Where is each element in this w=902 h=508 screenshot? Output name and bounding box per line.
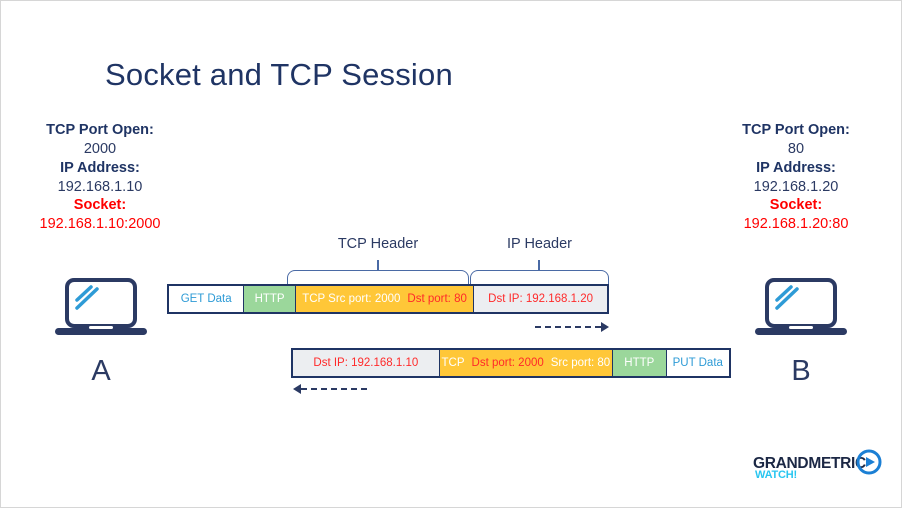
tcp-src-port-text: Src port: 80	[550, 357, 611, 369]
laptop-icon	[751, 278, 851, 346]
host-a-device: A	[41, 276, 161, 388]
tcp-label-text: TCP	[441, 357, 465, 369]
packet-segment-tcp: TCP Dst port: 2000 Src port: 80	[439, 350, 614, 376]
packet-segment-http: HTTP	[244, 286, 296, 312]
tcp-dst-port-text: Dst port: 2000	[471, 357, 544, 369]
packet-segment-data: PUT Data	[666, 350, 729, 376]
host-b-socket-value: 192.168.1.20:80	[743, 216, 849, 233]
host-b-socket-label: Socket:	[769, 197, 823, 214]
packet-segment-ip: Dst IP: 192.168.1.10	[293, 350, 440, 376]
ip-header-label: IP Header	[506, 236, 573, 252]
tcp-header-brace-tick	[377, 260, 379, 270]
ip-header-brace	[470, 270, 609, 284]
host-b-ip-value: 192.168.1.20	[753, 178, 839, 195]
host-b-letter: B	[791, 355, 811, 387]
tcp-dst-port-text: Dst port: 80	[407, 293, 467, 305]
logo-tagline-text: WATCH!	[755, 469, 797, 481]
arrow-head-left	[293, 384, 301, 394]
tcp-src-port-text: TCP Src port: 2000	[302, 293, 401, 305]
host-a-port-label: TCP Port Open:	[46, 122, 154, 138]
page-title: Socket and TCP Session	[105, 57, 453, 92]
logo-brand-text: GRANDMETRIC	[753, 455, 866, 472]
direction-arrow-a-to-b-icon	[535, 321, 609, 333]
arrow-shaft	[535, 326, 601, 328]
tcp-header-label: TCP Header	[337, 236, 419, 252]
host-b-port-label: TCP Port Open:	[742, 122, 850, 138]
packet-segment-http: HTTP	[613, 350, 667, 376]
host-a-socket-value: 192.168.1.10:2000	[39, 216, 161, 233]
host-a-letter: A	[91, 355, 111, 387]
host-a-ip-label: IP Address:	[60, 159, 140, 176]
host-b-info-block: TCP Port Open: 80 IP Address: 192.168.1.…	[691, 121, 901, 234]
host-a-ip-value: 192.168.1.10	[57, 178, 143, 195]
laptop-icon	[51, 278, 151, 346]
packet-segment-tcp: TCP Src port: 2000 Dst port: 80	[295, 286, 475, 312]
host-b-port-value: 80	[787, 140, 805, 157]
packet-a-to-b: GET Data HTTP TCP Src port: 2000 Dst por…	[167, 284, 609, 314]
play-button-icon	[856, 449, 882, 480]
tcp-header-brace	[287, 270, 469, 284]
host-b-ip-label: IP Address:	[756, 159, 836, 176]
arrow-shaft	[301, 388, 367, 390]
direction-arrow-b-to-a-icon	[293, 383, 367, 395]
packet-b-to-a: Dst IP: 192.168.1.10 TCP Dst port: 2000 …	[291, 348, 731, 378]
ip-header-brace-tick	[538, 260, 540, 270]
packet-segment-data: GET Data	[169, 286, 245, 312]
host-b-device: B	[741, 276, 861, 388]
arrow-head-right	[601, 322, 609, 332]
grandmetric-logo: GRANDMETRIC WATCH!	[753, 449, 883, 491]
host-a-info-block: TCP Port Open: 2000 IP Address: 192.168.…	[1, 121, 205, 234]
host-a-port-value: 2000	[83, 140, 117, 157]
packet-segment-ip: Dst IP: 192.168.1.20	[474, 286, 607, 312]
host-a-socket-label: Socket:	[73, 197, 127, 214]
